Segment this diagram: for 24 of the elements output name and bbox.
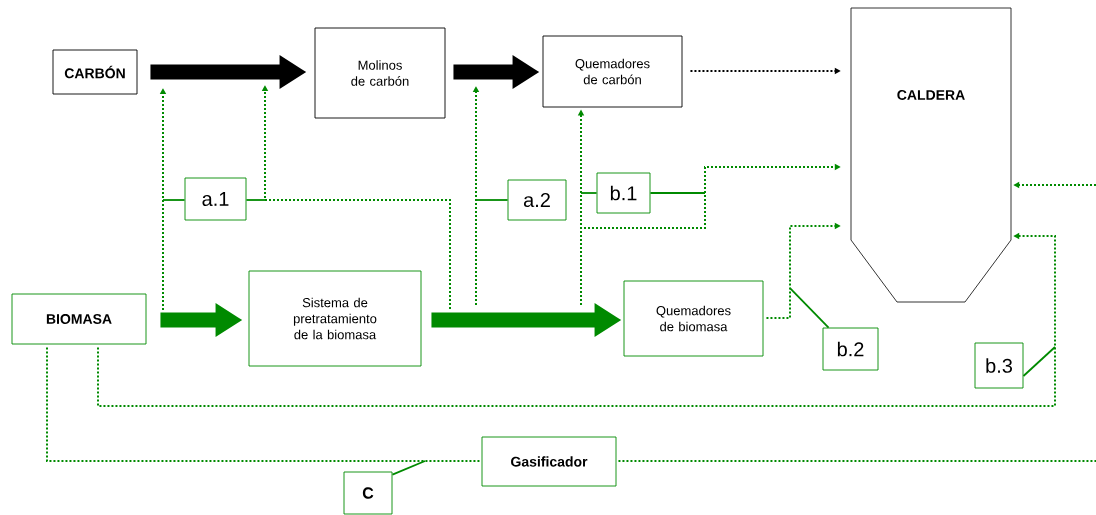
leader-line — [475, 199, 509, 201]
leader-line — [580, 192, 598, 194]
process-box: Quemadores de carbón — [542, 35, 683, 108]
callout-label: b.1 — [596, 172, 651, 214]
process-box: Sistema de pretratamiento de la biomasa — [248, 270, 422, 367]
process-box: Gasificador — [481, 436, 617, 487]
callout-label: a.1 — [184, 177, 247, 221]
process-box: BIOMASA — [11, 293, 147, 345]
leader-line — [245, 199, 266, 201]
leader-line — [649, 192, 706, 194]
callout-label: b.3 — [974, 342, 1024, 389]
leader-line — [391, 460, 426, 476]
dotted-line — [46, 346, 481, 462]
leader-line — [162, 199, 186, 201]
process-box: Molinos de carbón — [314, 27, 446, 119]
boiler-outline: CALDERA — [850, 7, 1012, 303]
leader-line — [789, 287, 830, 329]
dotted-line — [617, 460, 1096, 462]
process-box: Quemadores de biomasa — [623, 280, 764, 357]
callout-label: b.2 — [822, 327, 879, 371]
process-box: CARBÓN — [52, 49, 138, 95]
callout-label: a.2 — [507, 179, 567, 221]
callout-label: C — [343, 471, 393, 515]
leader-line — [1022, 346, 1056, 377]
